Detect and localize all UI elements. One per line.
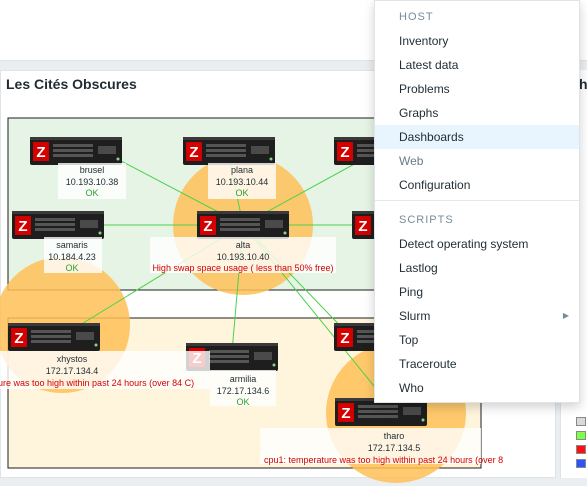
menu-item-who[interactable]: Who: [399, 381, 424, 395]
tharo-problem: cpu1: temperature was too high within pa…: [264, 455, 503, 465]
menu-item-top[interactable]: Top: [399, 333, 419, 347]
menu-item-inventory[interactable]: Inventory: [399, 34, 449, 48]
legend-swatch-green: [576, 431, 586, 440]
tharo-ip: 172.17.134.5: [368, 443, 421, 453]
menu-header-scripts: SCRIPTS: [399, 214, 454, 226]
samaris-name: samaris: [56, 240, 88, 250]
menu-item-dashboards[interactable]: Dashboards: [375, 125, 579, 149]
xhystos-ip: 172.17.134.4: [46, 366, 99, 376]
plana-server-icon[interactable]: [183, 137, 275, 165]
xhystos-problem: ure was too high within past 24 hours (o…: [0, 378, 194, 388]
alta-server-icon[interactable]: [197, 211, 289, 239]
menu-item-ping[interactable]: Ping: [399, 285, 424, 299]
menu-item-detect-os[interactable]: Detect operating system: [399, 237, 529, 251]
brusel-status: OK: [85, 188, 98, 198]
samaris-ip: 10.184.4.23: [48, 252, 96, 262]
samaris-status: OK: [65, 263, 78, 273]
xhystos-name: xhystos: [57, 354, 88, 364]
armilia-name: armilia: [230, 374, 257, 384]
alta-problem: High swap space usage ( less than 50% fr…: [152, 263, 333, 273]
host-context-menu: HOST Inventory Latest data Problems Grap…: [374, 0, 580, 403]
menu-item-traceroute[interactable]: Traceroute: [399, 357, 457, 371]
menu-item-graphs[interactable]: Graphs: [399, 106, 439, 120]
legend-swatch-red: [576, 445, 586, 454]
plana-name: plana: [231, 165, 253, 175]
brusel-ip: 10.193.10.38: [66, 177, 119, 187]
menu-item-slurm-label: Slurm: [399, 309, 431, 323]
armilia-status: OK: [236, 397, 249, 407]
xhystos-server-icon[interactable]: [8, 323, 100, 351]
plana-status: OK: [235, 188, 248, 198]
menu-item-slurm[interactable]: Slurm ▶: [375, 304, 579, 328]
submenu-arrow-icon: ▶: [562, 311, 569, 320]
menu-item-web: Web: [399, 154, 424, 168]
legend-swatch-gray: [576, 417, 586, 426]
menu-item-lastlog[interactable]: Lastlog: [399, 261, 438, 275]
side-widget-title-fragment: h: [579, 76, 587, 92]
menu-header-host: HOST: [399, 11, 434, 23]
brusel-server-icon[interactable]: [30, 137, 122, 165]
menu-item-latest-data[interactable]: Latest data: [399, 58, 459, 72]
samaris-server-icon[interactable]: [12, 211, 104, 239]
menu-item-configuration[interactable]: Configuration: [399, 178, 471, 192]
armilia-ip: 172.17.134.6: [217, 386, 270, 396]
alta-name: alta: [236, 240, 251, 250]
alta-ip: 10.193.10.40: [217, 252, 270, 262]
menu-divider: [375, 200, 579, 201]
map-title: Les Cités Obscures: [6, 76, 137, 92]
plana-ip: 10.193.10.44: [216, 177, 269, 187]
brusel-name: brusel: [80, 165, 105, 175]
menu-item-problems[interactable]: Problems: [399, 82, 450, 96]
legend-swatch-blue: [576, 459, 586, 468]
tharo-name: tharo: [384, 431, 405, 441]
